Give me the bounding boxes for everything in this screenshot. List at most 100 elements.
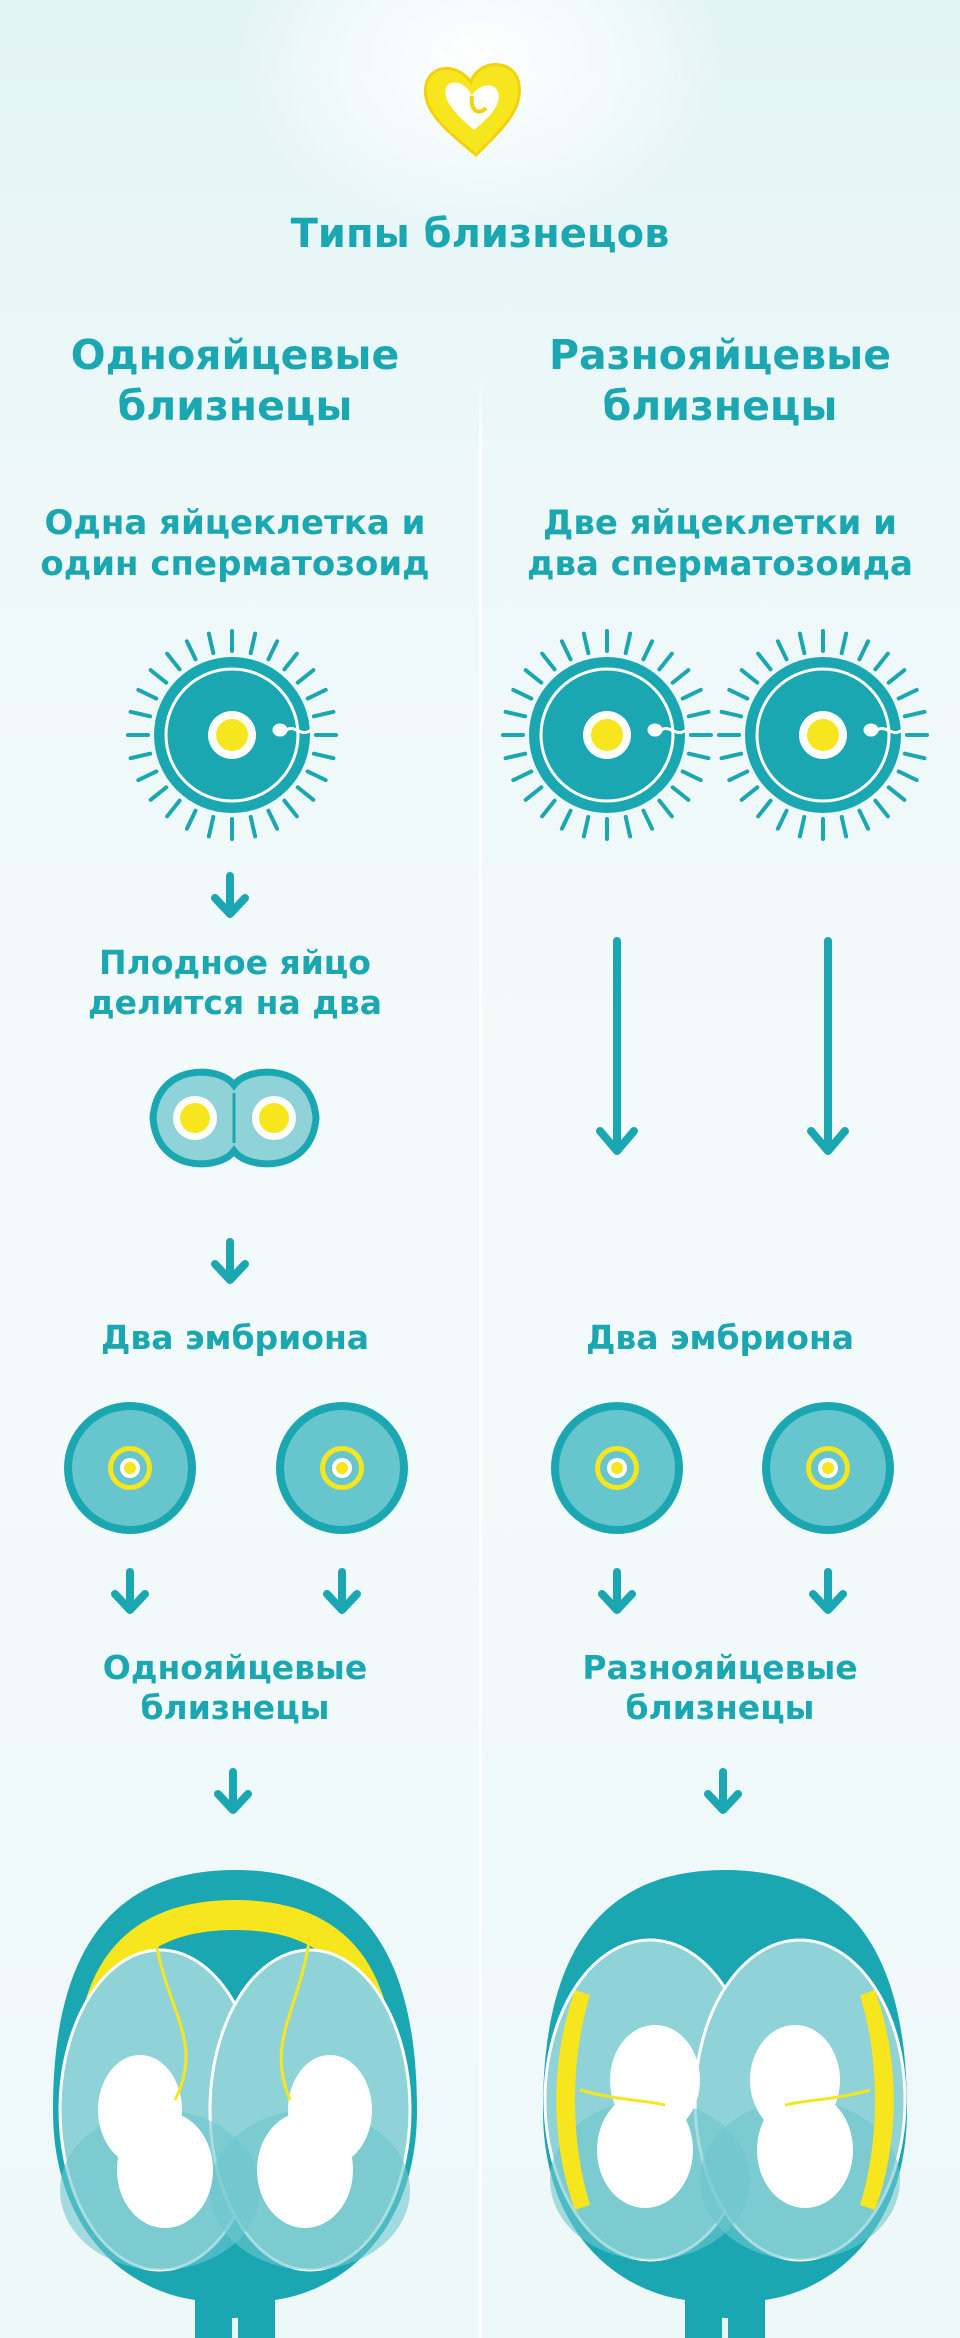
cilium	[511, 687, 534, 701]
cilium	[623, 631, 633, 656]
cilium	[857, 808, 871, 831]
heading-identical: Однояйцевые близнецы	[70, 331, 400, 431]
page-title: Типы близнецов	[290, 211, 670, 257]
cilium	[739, 668, 760, 685]
cilium	[136, 769, 159, 783]
cilium	[136, 687, 159, 701]
cilium	[282, 798, 299, 819]
cilium	[797, 814, 807, 839]
cilium	[886, 668, 907, 685]
cilium	[148, 785, 169, 802]
cilium	[523, 668, 544, 685]
cilium	[523, 785, 544, 802]
arrow-down-icon-3	[111, 1568, 149, 1614]
cilium	[559, 639, 573, 662]
cilium	[503, 709, 528, 719]
cilium	[206, 814, 216, 839]
cilium	[581, 631, 591, 656]
cilium	[657, 798, 674, 819]
cilium	[295, 668, 316, 685]
cilium	[873, 651, 890, 672]
step-split-label: Плодное яйцо делится на два	[87, 943, 383, 1023]
cilium	[641, 808, 655, 831]
cilium	[305, 769, 328, 783]
embryo-icon-2	[276, 1402, 408, 1534]
cilium	[756, 651, 773, 672]
cilium	[540, 651, 557, 672]
cilium	[775, 808, 789, 831]
cilium	[719, 709, 744, 719]
cilium	[540, 798, 557, 819]
cilium	[670, 785, 691, 802]
cilium	[896, 687, 919, 701]
cilium	[128, 709, 153, 719]
heading-fraternal: Разнояйцевые близнецы	[548, 331, 892, 431]
cilium	[311, 751, 336, 761]
cilium	[657, 651, 674, 672]
column-divider	[479, 370, 482, 2338]
egg-with-sperm-icon-left	[501, 629, 713, 841]
step-embryos-fraternal: Два эмбриона	[585, 1318, 855, 1357]
egg-cilia	[717, 629, 929, 841]
cilium	[282, 651, 299, 672]
cilium	[686, 751, 711, 761]
arrow-down-icon-2	[211, 1238, 249, 1284]
cilium	[503, 751, 528, 761]
cilium	[756, 798, 773, 819]
cilium	[295, 785, 316, 802]
cilium	[641, 639, 655, 662]
cilium	[739, 785, 760, 802]
cilium	[902, 709, 927, 719]
cilium	[686, 709, 711, 719]
cilium	[248, 814, 258, 839]
arrow-down-icon-8	[704, 1768, 742, 1814]
dividing-zygote-icon	[149, 1068, 320, 1168]
step-embryos-identical: Два эмбриона	[100, 1318, 370, 1357]
arrow-down-icon	[211, 872, 249, 918]
cilium	[902, 751, 927, 761]
cilium	[206, 631, 216, 656]
cilium	[775, 639, 789, 662]
cilium	[128, 751, 153, 761]
cilium	[305, 687, 328, 701]
embryo-icon-3	[551, 1402, 683, 1534]
cilium	[670, 668, 691, 685]
egg-with-sperm-icon-right	[717, 629, 929, 841]
embryo-icon-1	[64, 1402, 196, 1534]
cilium	[797, 631, 807, 656]
arrow-down-icon-7	[214, 1768, 252, 1814]
cilium	[248, 631, 258, 656]
cilium	[184, 808, 198, 831]
cilium	[148, 668, 169, 685]
egg-cilia	[126, 629, 338, 841]
cilium	[266, 639, 280, 662]
heart-logo-icon	[423, 34, 521, 158]
origin-fraternal: Две яйцеклетки и два сперматозоида	[527, 503, 913, 585]
egg-cilia	[501, 629, 713, 841]
cilium	[511, 769, 534, 783]
womb-identical-twins-icon	[53, 1870, 417, 2338]
embryo-icon-4	[762, 1402, 894, 1534]
arrow-down-icon-6	[809, 1568, 847, 1614]
result-fraternal: Разнояйцевые близнецы	[582, 1648, 858, 1728]
origin-identical: Одна яйцеклетка и один сперматозоид	[40, 503, 430, 585]
cilium	[719, 751, 744, 761]
cilium	[873, 798, 890, 819]
cilium	[727, 769, 750, 783]
cilium	[896, 769, 919, 783]
cilium	[165, 798, 182, 819]
womb-fraternal-twins-icon	[543, 1870, 907, 2338]
arrow-down-icon-4	[323, 1568, 361, 1614]
cilium	[184, 639, 198, 662]
cilium	[680, 769, 703, 783]
cilium	[311, 709, 336, 719]
cilium	[839, 814, 849, 839]
cilium	[727, 687, 750, 701]
long-arrow-down-icon-left	[596, 937, 638, 1155]
cilium	[559, 808, 573, 831]
long-arrow-down-icon-right	[807, 937, 849, 1155]
cilium	[857, 639, 871, 662]
cilium	[886, 785, 907, 802]
cilium	[165, 651, 182, 672]
cilium	[581, 814, 591, 839]
